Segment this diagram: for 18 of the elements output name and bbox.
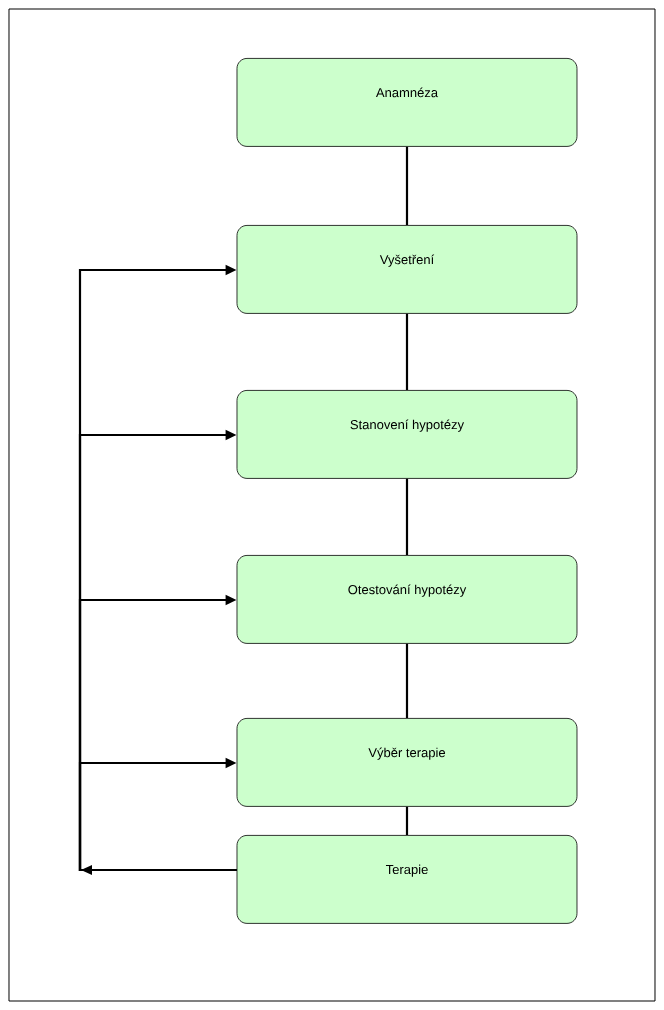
- process-box: [236, 225, 578, 314]
- node-label: Výběr terapie: [368, 747, 446, 760]
- node-label: Otestování hypotézy: [348, 584, 467, 597]
- connector-line: [405, 146, 409, 225]
- process-box: [236, 718, 578, 807]
- node-label: Anamnéza: [375, 87, 439, 98]
- connector-line: [405, 806, 409, 835]
- process-box: [236, 555, 578, 644]
- process-box: [236, 835, 578, 924]
- node-label: Stanovení hypotézy: [350, 419, 465, 432]
- connector-line: [405, 643, 409, 718]
- feedback-arrow: [78, 757, 237, 872]
- connector-line: [405, 313, 409, 390]
- process-box: [236, 390, 578, 479]
- process-box: [236, 58, 578, 147]
- node-label: Terapie: [385, 864, 428, 877]
- connector-line: [405, 478, 409, 555]
- node-label: Vyšetření: [379, 254, 435, 267]
